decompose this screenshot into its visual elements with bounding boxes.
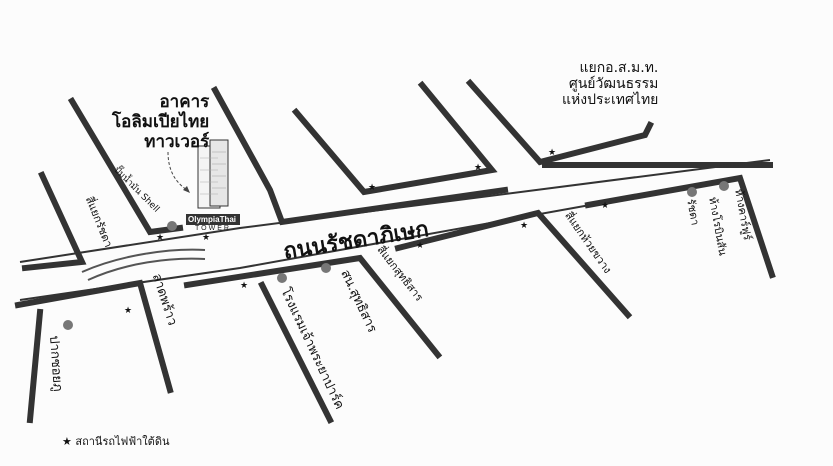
landmark-dot-carrefour: [719, 181, 729, 191]
arrow-head: [183, 186, 190, 193]
landmark-dot-shell: [167, 221, 177, 231]
main-road-edge-top: [19, 159, 771, 263]
landmark-dot-paksoi: [63, 320, 73, 330]
building-title-line-1: อาคาร: [159, 92, 210, 112]
station-star-5: ★: [548, 148, 556, 158]
map-legend: ★ สถานีรถไฟฟ้าใต้ดิน: [62, 432, 169, 450]
main-road-edge-bottom: [19, 204, 591, 301]
osmt-intersection-label: แยกอ.ส.ม.ท. ศูนย์วัฒนธรรม แห่งประเทศไทย: [562, 60, 658, 108]
landmark-dot-police: [321, 263, 331, 273]
olympia-tower-building: [197, 139, 229, 209]
building-title-line-3: ทาวเวอร์: [144, 132, 210, 152]
station-star-7: ★: [240, 281, 248, 291]
station-star-2: ★: [202, 233, 210, 243]
block-edge-building: [210, 85, 509, 226]
block-edge-lower-left: [26, 308, 44, 424]
landmark-dots: [63, 181, 729, 330]
block-edge-mid-lower-2: [257, 280, 335, 425]
flyover-curve-1: [81, 248, 206, 273]
logo-bottom-text: TOWER: [195, 225, 231, 232]
paksoi-label: ปากซอยภู: [46, 334, 65, 393]
station-stars: ★ ★ ★ ★ ★ ★ ★ ★ ★ ★: [124, 148, 609, 316]
station-star-8: ★: [416, 241, 424, 251]
arrow-curve: [167, 151, 188, 191]
osmt-line-2: ศูนย์วัฒนธรรม: [568, 76, 659, 92]
station-star-4: ★: [474, 163, 482, 173]
block-edge-mid-right: [394, 209, 633, 320]
landmark-dot-robinson: [687, 187, 697, 197]
block-edge-top-mid: [291, 80, 498, 196]
station-star-6: ★: [124, 306, 132, 316]
station-star-9: ★: [520, 221, 528, 231]
building-title-line-2: โอลิมเปียไทย: [112, 112, 210, 132]
logo-top-text: OlympiaThai: [186, 214, 240, 225]
block-edge-left-lower: [14, 279, 174, 394]
legend-text: สถานีรถไฟฟ้าใต้ดิน: [75, 435, 170, 448]
block-edge-top-right: [465, 78, 655, 166]
block-edge-right: [584, 174, 776, 279]
block-edge-mid-lower: [183, 254, 443, 360]
station-star-3: ★: [368, 183, 376, 193]
building-title: อาคาร โอลิมเปียไทย ทาวเวอร์: [112, 92, 209, 152]
station-star-10: ★: [601, 201, 609, 211]
station-star-1: ★: [156, 233, 164, 243]
osmt-line-1: แยกอ.ส.ม.ท.: [579, 60, 659, 76]
legend-star-icon: ★: [62, 435, 72, 448]
olympia-thai-logo: OlympiaThai TOWER: [186, 214, 240, 232]
block-edge-left-inner: [21, 171, 87, 272]
flyover-curve-2: [87, 257, 206, 281]
landmark-dot-hotel: [277, 273, 287, 283]
osmt-line-3: แห่งประเทศไทย: [562, 92, 659, 108]
